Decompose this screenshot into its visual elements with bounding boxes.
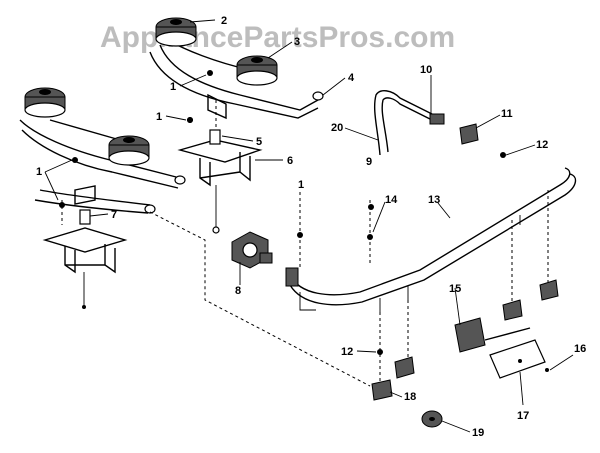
callout-5: 5 <box>256 136 262 148</box>
callout-11: 11 <box>501 108 513 120</box>
callout-10: 10 <box>420 64 432 76</box>
fitting-10 <box>429 113 445 125</box>
callout-4: 4 <box>348 72 355 84</box>
callout-1a: 1 <box>170 81 176 93</box>
fitting-11 <box>459 123 479 145</box>
callout-2: 2 <box>221 15 227 27</box>
callout-19: 19 <box>472 427 484 439</box>
callout-numbers: 2 3 4 1 1 5 6 1 7 1 8 9 10 11 12 20 13 1… <box>36 15 586 439</box>
ignition-switch-15 <box>454 317 549 379</box>
callout-1d: 1 <box>298 179 304 191</box>
knob-19 <box>421 410 443 428</box>
rear-burner-assembly <box>149 17 324 120</box>
burner-head-3 <box>236 55 278 86</box>
callout-9: 9 <box>366 156 372 168</box>
callout-17: 17 <box>517 410 529 422</box>
cover-17 <box>489 339 546 379</box>
callout-3: 3 <box>294 36 300 48</box>
callout-6: 6 <box>287 155 293 167</box>
callout-1b: 1 <box>156 111 162 123</box>
regulator-8 <box>231 231 273 269</box>
valves <box>371 190 559 401</box>
callout-12b: 12 <box>341 346 353 358</box>
callout-16: 16 <box>574 343 586 355</box>
manifold-13 <box>285 167 577 312</box>
callout-12a: 12 <box>536 139 548 151</box>
tube-end-4 <box>312 91 324 101</box>
screw-icon <box>207 70 213 76</box>
manifold-inlet <box>285 267 299 287</box>
burner-head-2 <box>155 17 197 47</box>
callout-18: 18 <box>404 391 416 403</box>
callout-13: 13 <box>428 194 440 206</box>
burner-head-left <box>24 87 66 118</box>
callout-14: 14 <box>385 194 398 206</box>
callout-7: 7 <box>111 209 117 221</box>
callout-20: 20 <box>331 122 343 134</box>
callout-1c: 1 <box>36 166 42 178</box>
watermark: AppliancePartsPros.com <box>100 21 455 54</box>
gas-tube-20 <box>373 90 506 158</box>
burner-bracket-7 <box>42 185 128 309</box>
leader-lines <box>44 19 574 433</box>
left-burner-assembly <box>19 87 186 214</box>
callout-8: 8 <box>235 285 241 297</box>
orifice-5 <box>209 129 221 145</box>
callout-15: 15 <box>449 283 461 295</box>
burner-bracket-6 <box>177 117 263 234</box>
burner-head-center <box>108 135 150 166</box>
